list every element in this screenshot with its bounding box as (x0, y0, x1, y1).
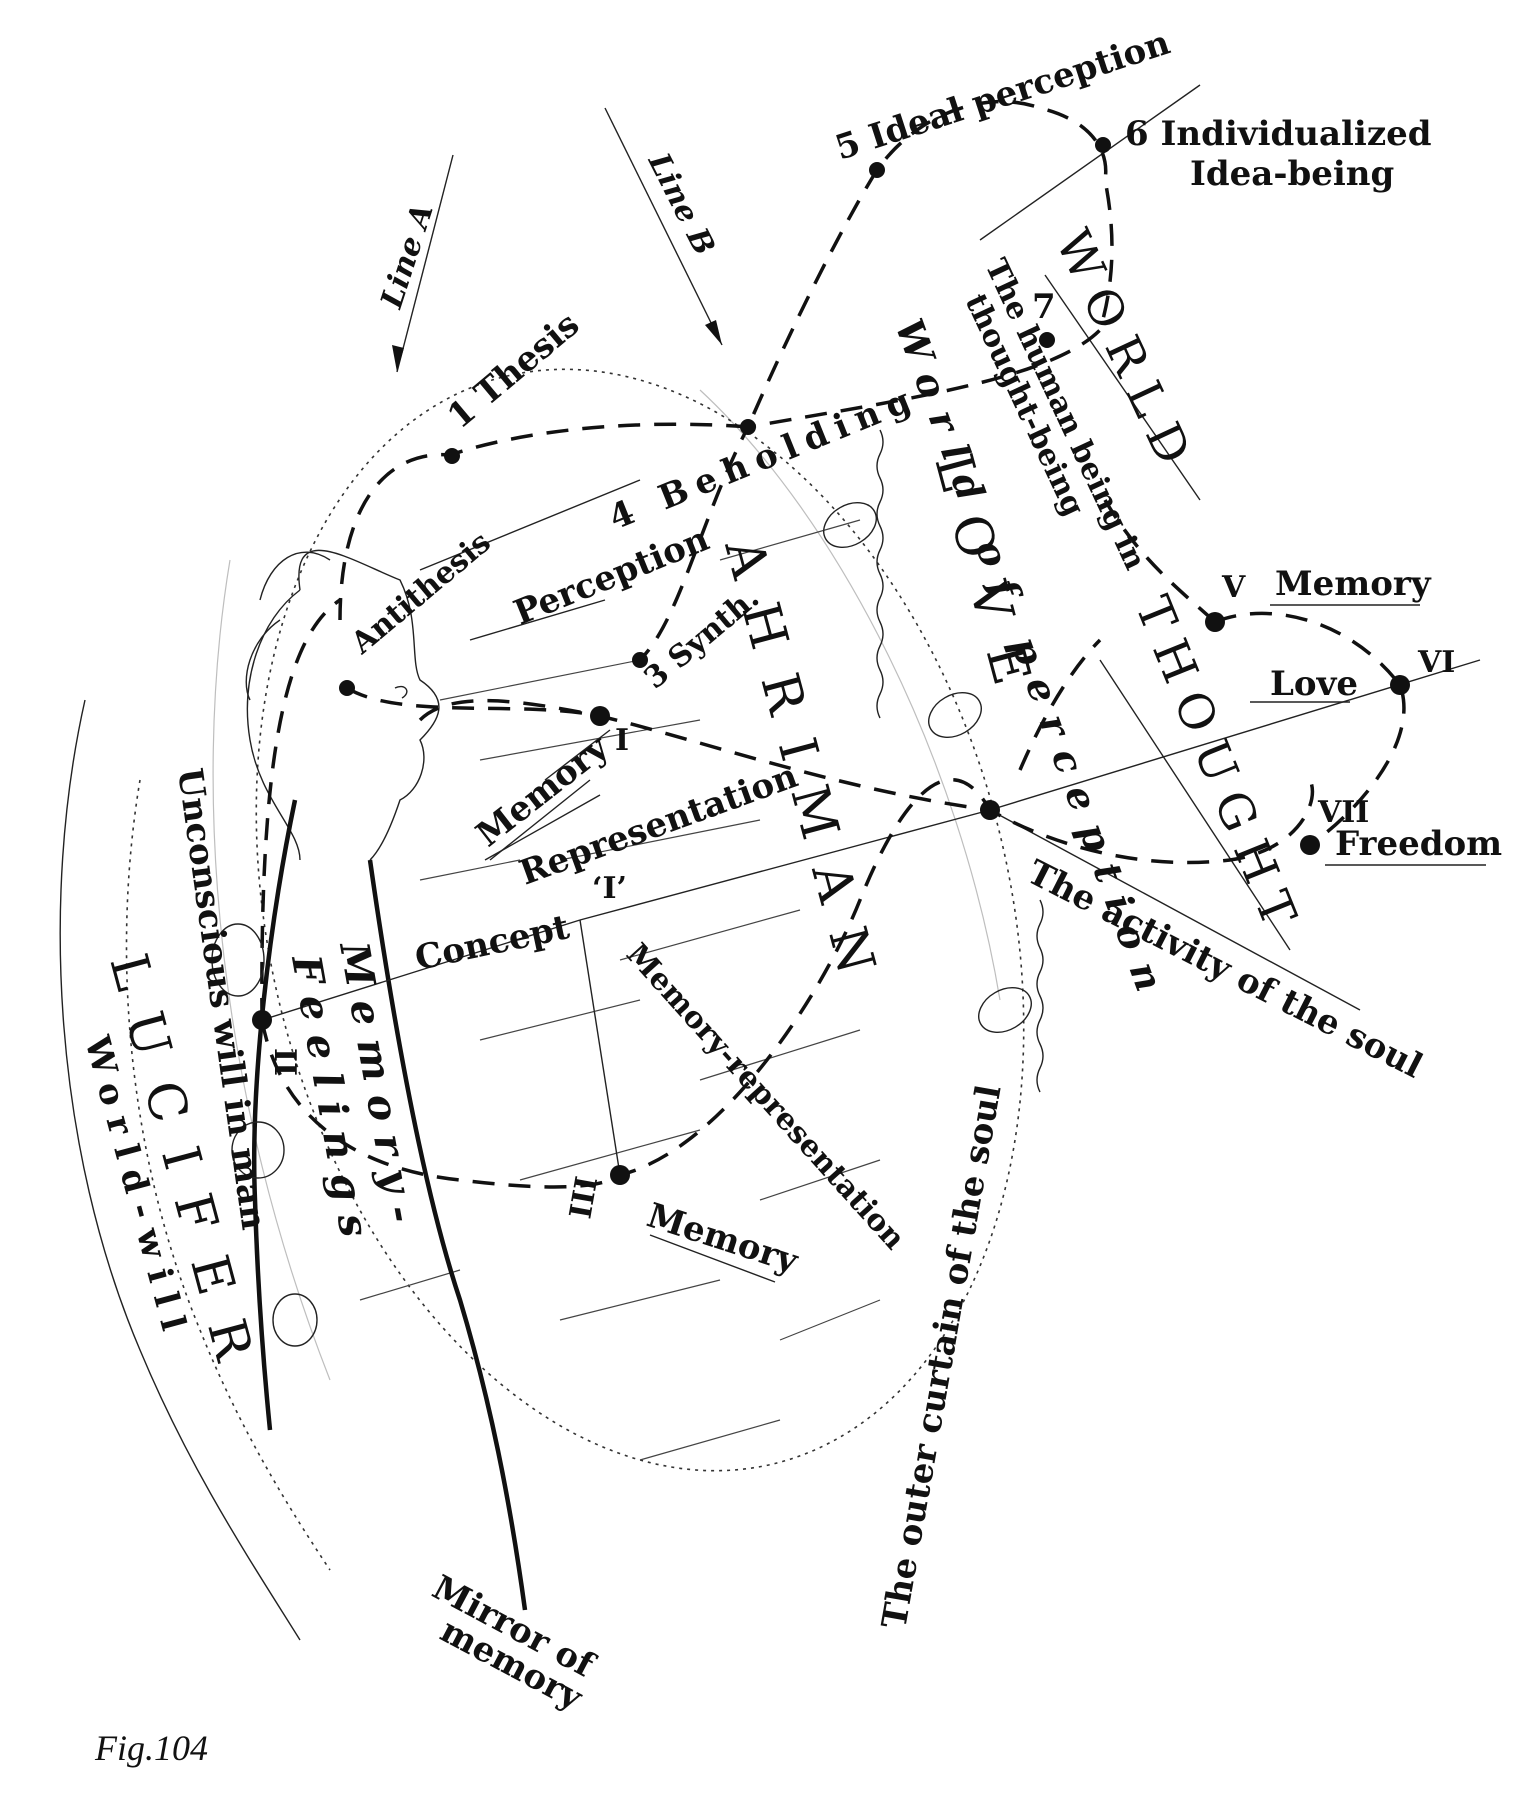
line-a-arrow (396, 154, 454, 373)
label-i-quote: ‘I’ (592, 871, 627, 906)
label-6-individualized: 6 Individualized (1125, 114, 1432, 154)
label-underlines (484, 604, 1486, 1283)
label-roman-ii: II (267, 1048, 302, 1076)
loop-symbols (211, 502, 1032, 1347)
label-6-idea-being: Idea-being (1190, 154, 1394, 194)
ahriman-hatched-arc (699, 389, 1001, 1001)
dashed-path-right-tail (1103, 499, 1217, 624)
label-roman-iii: III (563, 1174, 605, 1222)
node-1-thesis (444, 448, 460, 464)
label-concept: Concept (412, 907, 573, 979)
line-b-arrowhead (705, 320, 722, 345)
node-2-antithesis (339, 680, 355, 696)
label-love-big: LOVE (922, 448, 1048, 718)
label-7: 7 (1032, 287, 1056, 327)
dashed-path-mid (346, 686, 1315, 865)
figure-caption: Fig.104 (94, 1728, 208, 1768)
dashed-path-right-loop (1214, 611, 1406, 847)
label-thought: THOUGHT (1124, 589, 1312, 947)
node-i-memory (590, 706, 610, 726)
dashed-path-upper (338, 99, 1114, 662)
spine-line (251, 799, 298, 1431)
node-iii-memory (610, 1165, 630, 1185)
node-4-beholding (740, 419, 756, 435)
soul-hatching (359, 519, 881, 1461)
lucifer-hatched-arc (212, 559, 331, 1381)
node-6-individualized (1095, 137, 1111, 153)
wavy-line-1 (876, 429, 884, 719)
node-3-synthesis (632, 652, 648, 668)
dashed-path-lower (260, 598, 992, 1189)
node-ii-concept (252, 1010, 272, 1030)
label-ahriman: AHRIMAN (712, 532, 893, 1007)
label-freedom: Freedom (1335, 824, 1502, 864)
label-outer-curtain: The outer curtain of the soul (874, 1082, 1009, 1632)
node-7-human-being (1039, 332, 1055, 348)
node-iv-activity (980, 800, 1000, 820)
dashed-path-mid-upper (418, 699, 601, 722)
node-5-ideal-perception (869, 162, 885, 178)
label-line-a: Line A (374, 200, 441, 314)
node-vi-love (1390, 675, 1410, 695)
wavy-line-2 (1036, 899, 1044, 1093)
world-will-boundary-line (59, 699, 301, 1641)
label-love: Love (1270, 664, 1358, 704)
label-memory-right: Memory (1275, 564, 1432, 604)
label-5-ideal-perception: 5 Ideal perception (830, 23, 1174, 169)
label-1-thesis: 1 Thesis (440, 304, 587, 436)
label-perception: Perception (508, 519, 714, 633)
label-roman-v: V (1221, 570, 1246, 605)
label-antithesis: Antithesis (344, 525, 498, 662)
label-memory-bottom: Memory (642, 1196, 804, 1283)
nodes (252, 137, 1410, 1185)
label-roman-vii: VII (1317, 795, 1369, 830)
node-vii-freedom (1300, 835, 1320, 855)
node-v-memory (1205, 612, 1225, 632)
label-roman-i: I (615, 723, 629, 758)
line-a-arrowhead (392, 345, 404, 372)
outer-curtain-of-soul-oval (255, 368, 1025, 1472)
label-activity-of-soul: The activity of the soul (1021, 852, 1429, 1086)
mirror-of-memory-line (367, 859, 528, 1611)
line-b-arrow (604, 107, 723, 346)
label-roman-vi: VI (1417, 645, 1455, 680)
